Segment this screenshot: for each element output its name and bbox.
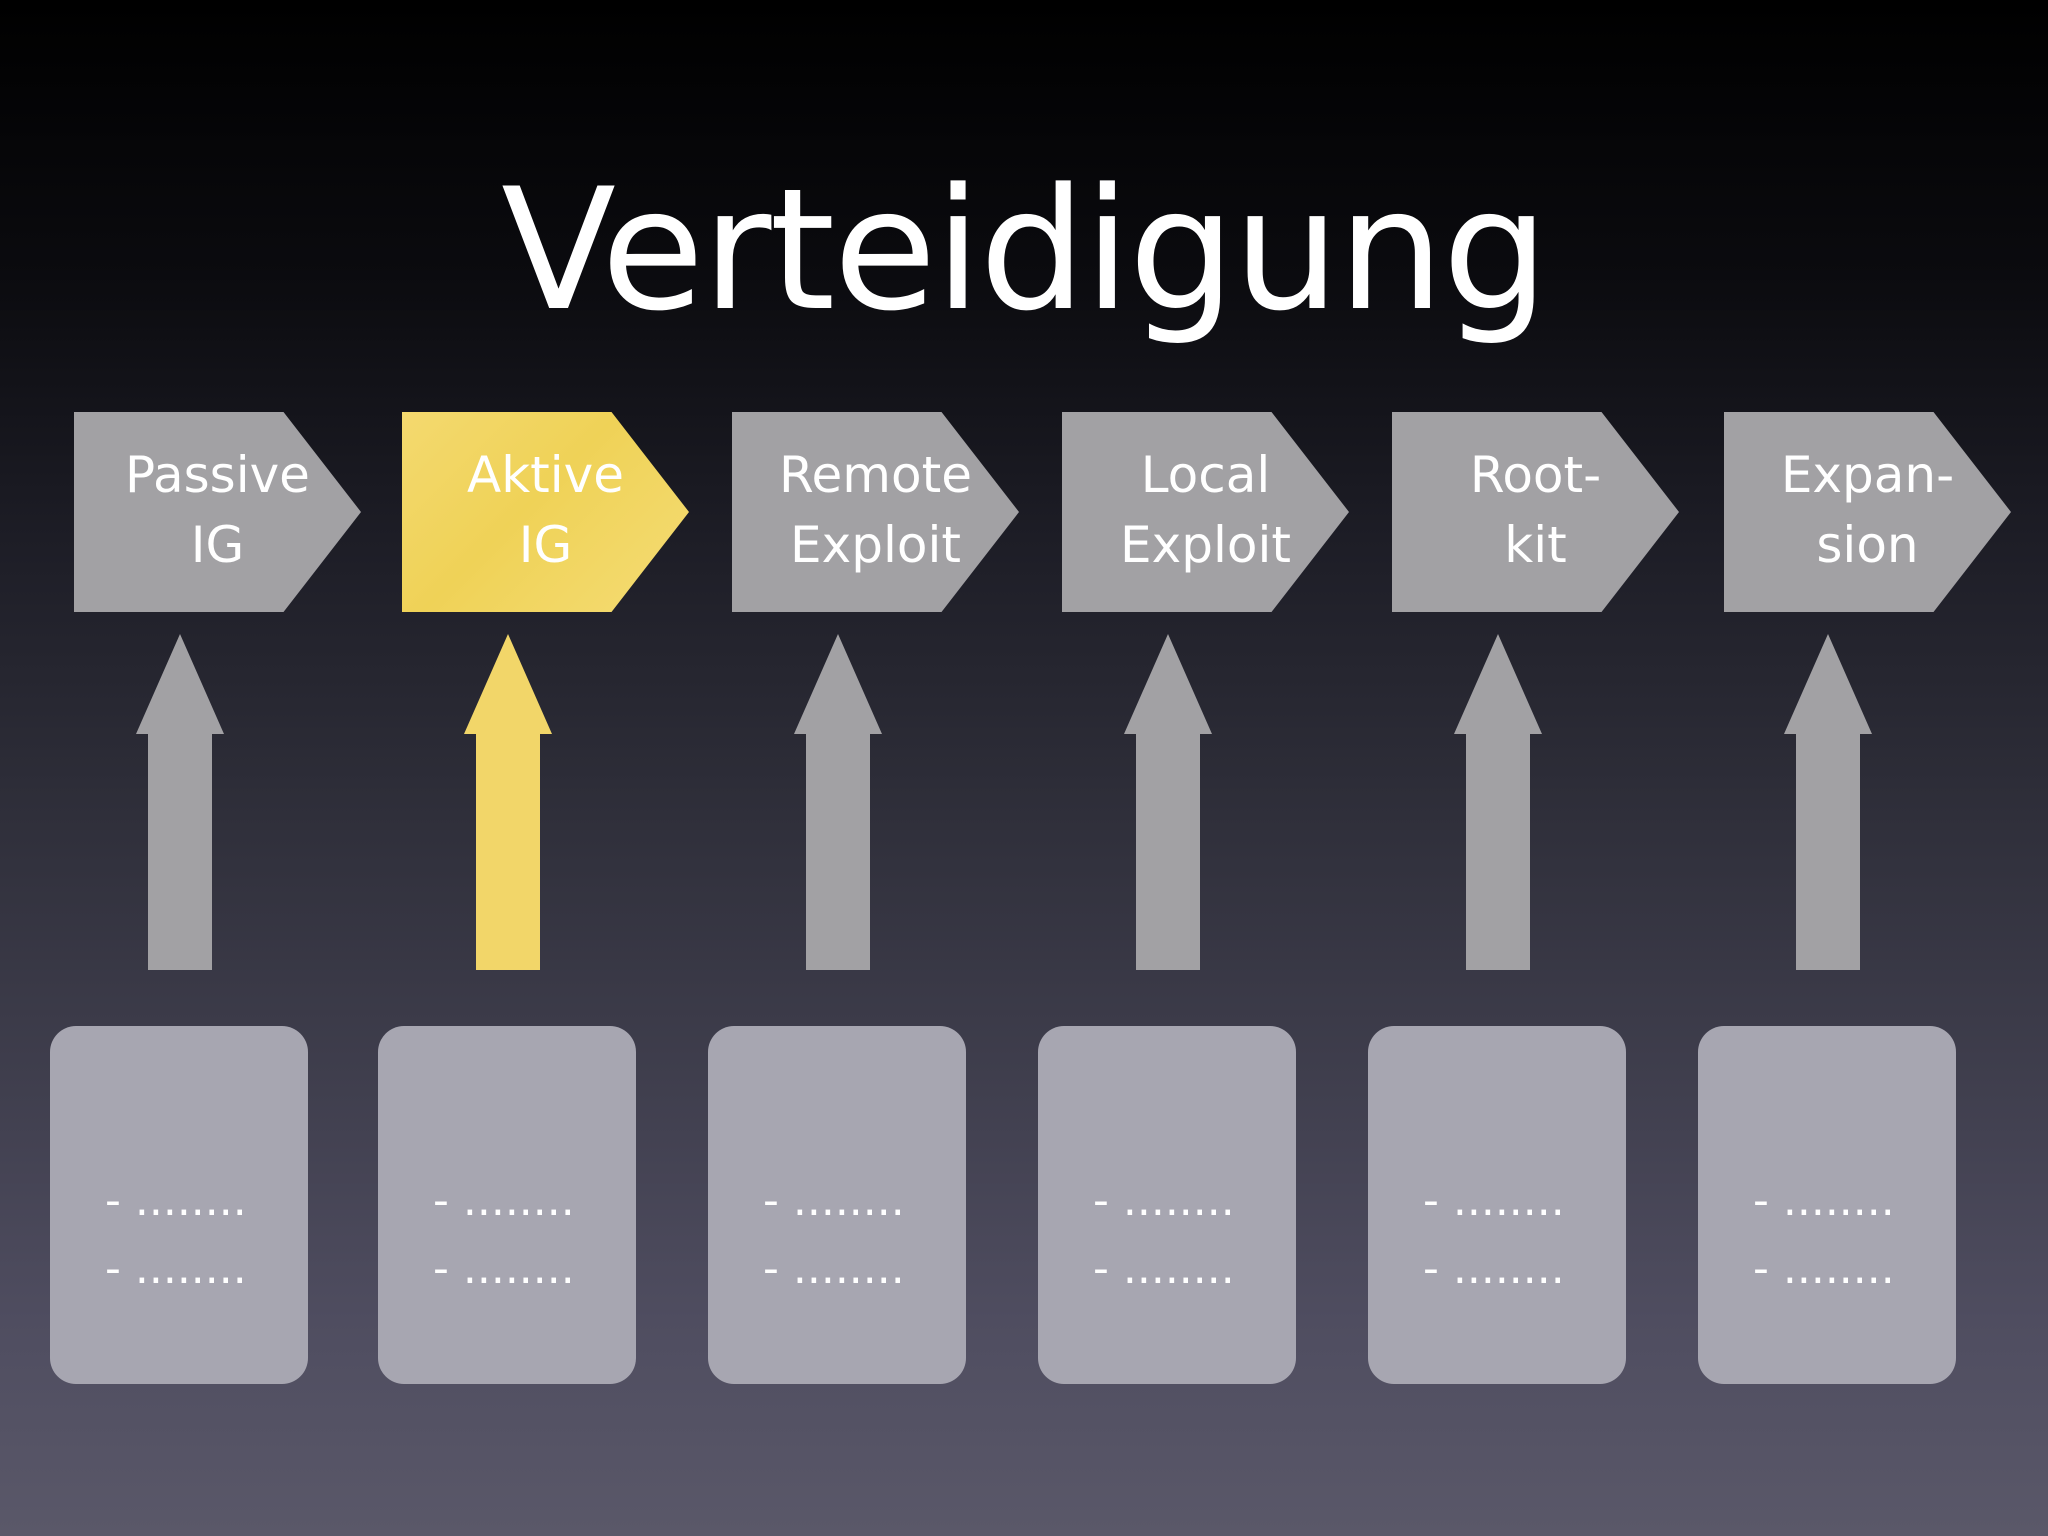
card-line: - ........ bbox=[1753, 1175, 1895, 1226]
card-line: - ........ bbox=[1423, 1243, 1565, 1294]
stage-label-line2: IG bbox=[518, 516, 573, 574]
stage-card: - ........ - ........ bbox=[1698, 1026, 1956, 1384]
card-line: - ........ bbox=[1093, 1243, 1235, 1294]
stage-label-line2: Exploit bbox=[1120, 516, 1291, 574]
stage-card: - ........ - ........ bbox=[50, 1026, 308, 1384]
card-line: - ........ bbox=[433, 1243, 575, 1294]
stage-label-line1: Root- bbox=[1469, 446, 1602, 504]
stage-label-line2: Exploit bbox=[790, 516, 961, 574]
card-line: - ........ bbox=[763, 1243, 905, 1294]
card-line: - ........ bbox=[1423, 1175, 1565, 1226]
card-line: - ........ bbox=[433, 1175, 575, 1226]
stage-label-line2: kit bbox=[1504, 516, 1567, 574]
stage-card: - ........ - ........ bbox=[378, 1026, 636, 1384]
stage-label-line1: Local bbox=[1140, 446, 1271, 504]
card-line: - ........ bbox=[1093, 1175, 1235, 1226]
slide-title: Verteidigung bbox=[501, 152, 1549, 348]
stage-card: - ........ - ........ bbox=[1368, 1026, 1626, 1384]
stage-aktive-ig: Aktive IG bbox=[402, 412, 689, 612]
card-line: - ........ bbox=[1753, 1243, 1895, 1294]
stage-label-line1: Aktive bbox=[466, 446, 624, 504]
stage-label: Passive IG bbox=[113, 440, 323, 580]
stage-remote-exploit: Remote Exploit bbox=[732, 412, 1019, 612]
up-arrow-icon bbox=[1784, 634, 1872, 970]
up-arrow-icon bbox=[794, 634, 882, 970]
up-arrow-icon bbox=[1124, 634, 1212, 970]
stage-label-line2: sion bbox=[1816, 516, 1919, 574]
stage-card: - ........ - ........ bbox=[708, 1026, 966, 1384]
stage-label-line1: Remote bbox=[779, 446, 972, 504]
card-line: - ........ bbox=[105, 1243, 247, 1294]
stage-label-line2: IG bbox=[190, 516, 245, 574]
stage-label: Aktive IG bbox=[441, 440, 651, 580]
up-arrow-icon bbox=[464, 634, 552, 970]
stage-label: Remote Exploit bbox=[771, 440, 981, 580]
card-line: - ........ bbox=[105, 1175, 247, 1226]
card-line: - ........ bbox=[763, 1175, 905, 1226]
stage-card: - ........ - ........ bbox=[1038, 1026, 1296, 1384]
stage-expansion: Expan- sion bbox=[1724, 412, 2011, 612]
stage-rootkit: Root- kit bbox=[1392, 412, 1679, 612]
stage-label-line1: Expan- bbox=[1780, 446, 1955, 504]
stage-passive-ig: Passive IG bbox=[74, 412, 361, 612]
stage-label-line1: Passive bbox=[125, 446, 310, 504]
stage-label: Expan- sion bbox=[1763, 440, 1973, 580]
stage-local-exploit: Local Exploit bbox=[1062, 412, 1349, 612]
stage-label: Local Exploit bbox=[1101, 440, 1311, 580]
stage-label: Root- kit bbox=[1431, 440, 1641, 580]
up-arrow-icon bbox=[136, 634, 224, 970]
up-arrow-icon bbox=[1454, 634, 1542, 970]
